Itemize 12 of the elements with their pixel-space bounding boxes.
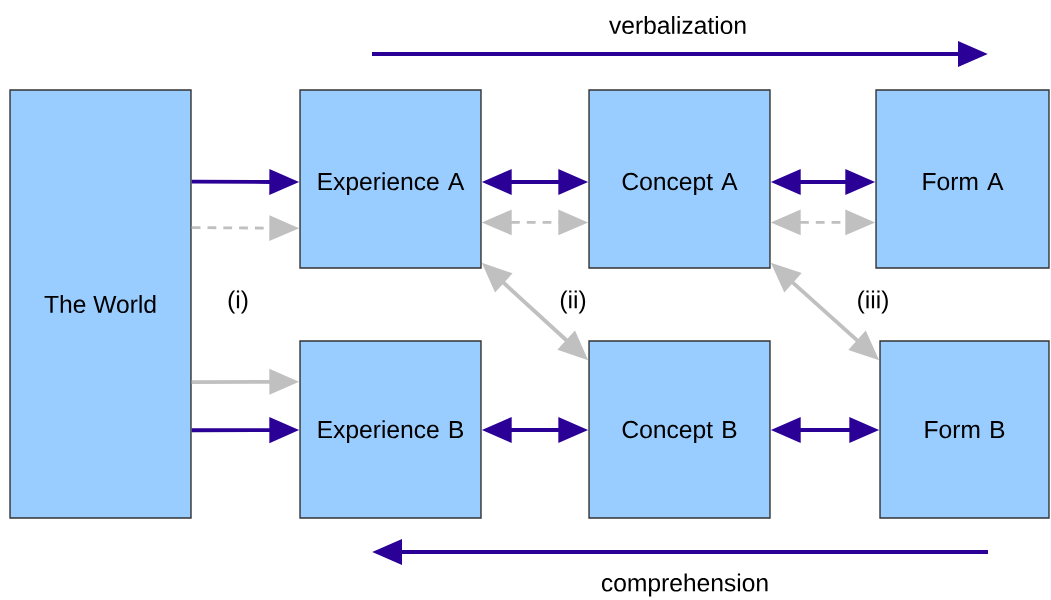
box: Form A — [875, 89, 1050, 269]
region-label: (iii) — [858, 290, 888, 314]
box: Concept B — [588, 340, 771, 519]
direction-label: verbalization — [609, 15, 746, 35]
box: Concept A — [588, 89, 771, 269]
box: Experience A — [299, 89, 482, 269]
box: Form B — [879, 340, 1050, 519]
direction-label: comprehension — [601, 573, 768, 597]
region-label: (i) — [228, 290, 248, 314]
region-label: (ii) — [560, 290, 586, 314]
box: The World — [9, 89, 192, 519]
box: Experience B — [299, 340, 482, 519]
